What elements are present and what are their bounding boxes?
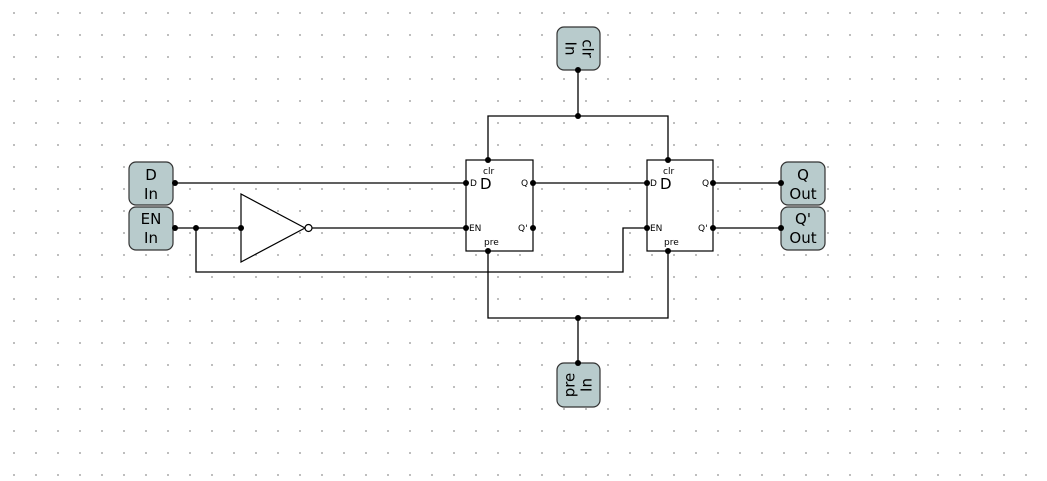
ff2-pre-pin-label: pre — [664, 238, 679, 248]
qbar-output-name: Q' — [795, 210, 811, 228]
d-input-kind: In — [144, 185, 158, 203]
junction-dot[interactable] — [575, 113, 581, 119]
junction-dot[interactable] — [463, 225, 469, 231]
junction-dot[interactable] — [172, 180, 178, 186]
junction-dot[interactable] — [644, 180, 650, 186]
not-gate-bubble — [304, 223, 313, 233]
q-output-kind: Out — [789, 185, 816, 203]
pre-input-kind: In — [578, 378, 596, 392]
wire-en-to-ff2-en[interactable] — [195, 227, 647, 273]
connection-points — [172, 67, 784, 366]
junction-dot[interactable] — [665, 248, 671, 254]
junction-dot[interactable] — [778, 225, 784, 231]
junction-dot[interactable] — [463, 180, 469, 186]
junction-dot[interactable] — [238, 225, 244, 231]
junction-dot[interactable] — [710, 180, 716, 186]
junction-dot[interactable] — [193, 225, 199, 231]
ff1-q-pin-label: Q — [521, 179, 528, 189]
junction-dot[interactable] — [575, 67, 581, 73]
junction-dot[interactable] — [778, 180, 784, 186]
ff2-q-pin-label: Q — [702, 179, 709, 189]
ff2-clr-pin-label: clr — [663, 167, 674, 177]
en-input-kind: In — [144, 229, 158, 247]
junction-dot[interactable] — [710, 225, 716, 231]
ff1-d-pin-label: D — [470, 179, 477, 189]
junction-dot[interactable] — [172, 225, 178, 231]
ff2-qbar-pin-label: Q' — [698, 224, 708, 234]
pre-input-block[interactable]: pre In — [556, 362, 601, 408]
clr-input-kind: In — [562, 42, 580, 56]
junction-dot[interactable] — [644, 225, 650, 231]
q-output-block[interactable]: Q Out — [780, 161, 826, 206]
pre-input-name: pre — [561, 373, 579, 398]
clr-input-block[interactable]: clr In — [556, 26, 601, 71]
junction-dot[interactable] — [485, 248, 491, 254]
ff1-qbar-pin-label: Q' — [518, 224, 528, 234]
ff2-symbol: D — [660, 175, 672, 193]
clr-input-name: clr — [579, 39, 597, 58]
junction-dot[interactable] — [575, 315, 581, 321]
en-input-block[interactable]: EN In — [128, 206, 174, 251]
d-input-block[interactable]: D In — [128, 161, 174, 206]
d-flip-flop-2[interactable]: clr D D Q EN Q' pre — [646, 159, 714, 252]
junction-dot[interactable] — [485, 157, 491, 163]
q-output-name: Q — [797, 166, 809, 184]
ff1-symbol: D — [480, 175, 492, 193]
wires — [175, 70, 781, 363]
d-flip-flop-1[interactable]: clr D D Q EN Q' pre — [465, 159, 534, 252]
qbar-output-block[interactable]: Q' Out — [780, 206, 826, 251]
junction-dot[interactable] — [530, 180, 536, 186]
not-gate[interactable] — [240, 193, 313, 263]
qbar-output-kind: Out — [789, 229, 816, 247]
en-input-name: EN — [141, 210, 162, 228]
ff2-d-pin-label: D — [650, 179, 657, 189]
wire-pre-bus[interactable] — [487, 251, 669, 363]
ff1-clr-pin-label: clr — [483, 167, 494, 177]
junction-dot[interactable] — [665, 157, 671, 163]
ff2-en-pin-label: EN — [650, 224, 662, 234]
junction-dot[interactable] — [575, 360, 581, 366]
d-input-name: D — [145, 166, 157, 184]
ff1-pre-pin-label: pre — [484, 238, 499, 248]
ff1-en-pin-label: EN — [469, 224, 481, 234]
junction-dot[interactable] — [530, 225, 536, 231]
